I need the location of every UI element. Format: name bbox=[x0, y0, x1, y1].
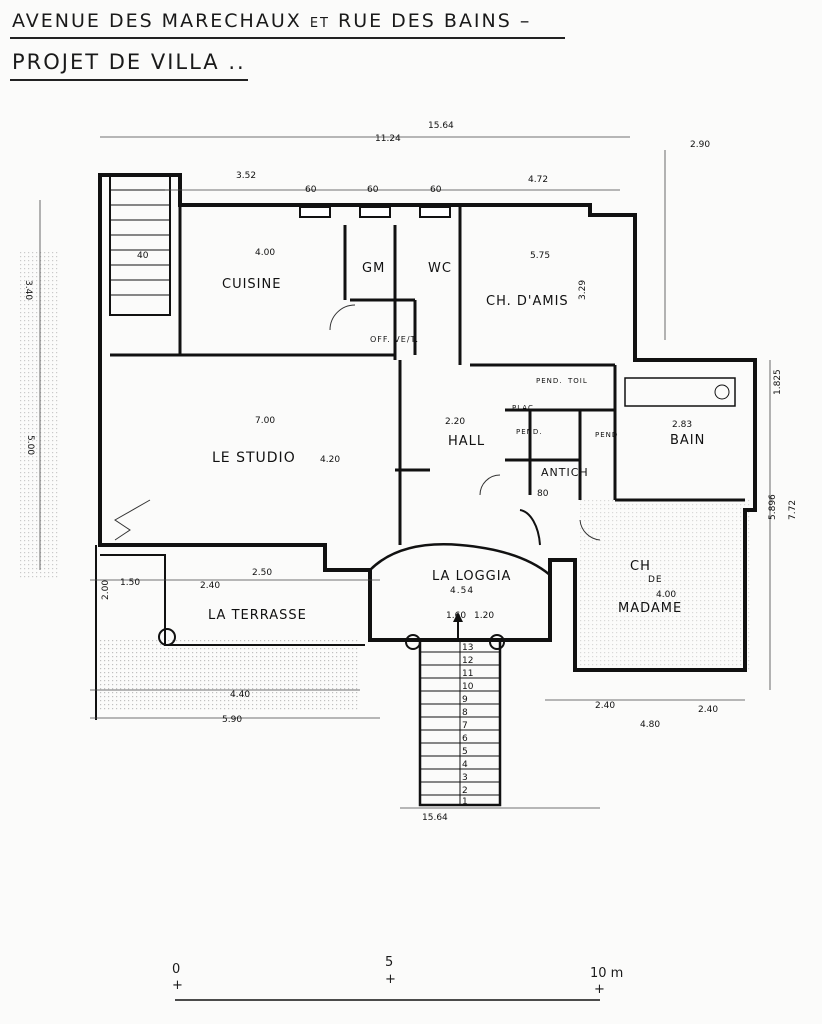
stair-step-7: 7 bbox=[462, 721, 468, 731]
loggia-curve bbox=[369, 543, 551, 576]
room-label-bain: BAIN bbox=[670, 433, 705, 448]
dim-5896: 5.896 bbox=[768, 494, 778, 520]
columns bbox=[158, 628, 505, 650]
dim-283: 2.83 bbox=[672, 420, 692, 430]
dim-overall-top: 15.64 bbox=[428, 121, 454, 131]
dim-480: 4.80 bbox=[640, 720, 660, 730]
dim-420: 4.20 bbox=[320, 455, 340, 465]
stair-step-12: 12 bbox=[462, 656, 473, 666]
stair-step-2: 2 bbox=[462, 786, 468, 796]
windows-top bbox=[299, 206, 451, 218]
dim-352: 3.52 bbox=[236, 171, 256, 181]
stair-step-3: 3 bbox=[462, 773, 468, 783]
dim-400: 4.00 bbox=[255, 248, 275, 258]
room-label-studio: LE STUDIO bbox=[212, 450, 296, 466]
dim-250: 2.50 bbox=[252, 568, 272, 578]
dim-500: 5.00 bbox=[25, 435, 35, 455]
dim-220: 2.20 bbox=[445, 417, 465, 427]
dim-440: 4.40 bbox=[230, 690, 250, 700]
dim-575: 5.75 bbox=[530, 251, 550, 261]
stair-step-1: 1 bbox=[462, 797, 468, 807]
scale-tick-10: + bbox=[594, 982, 605, 997]
dim-overall-bottom: 15.64 bbox=[422, 813, 448, 823]
stair-step-13: 13 bbox=[462, 643, 473, 653]
stair-step-11: 11 bbox=[462, 669, 473, 679]
title-dash: – bbox=[519, 10, 532, 32]
dim-overall-top-inner: 11.24 bbox=[375, 134, 401, 144]
dim-60a: 60 bbox=[305, 185, 317, 195]
entrance-stair bbox=[418, 638, 502, 807]
title-and: et bbox=[309, 16, 330, 31]
dim-240c: 2.40 bbox=[698, 705, 718, 715]
dim-200: 2.00 bbox=[101, 580, 111, 600]
room-label-ch-madame-1: CH bbox=[630, 559, 651, 574]
interior-walls bbox=[110, 205, 745, 545]
dim-60b: 60 bbox=[367, 185, 379, 195]
dim-40: 40 bbox=[137, 251, 149, 261]
title-rue: Rue des Bains bbox=[338, 10, 512, 32]
shading-bedroom bbox=[580, 500, 750, 670]
stair-step-5: 5 bbox=[462, 747, 468, 757]
dim-240: 2.40 bbox=[200, 581, 220, 591]
title-avenue: Avenue des Marechaux bbox=[12, 10, 302, 32]
dim-700: 7.00 bbox=[255, 416, 275, 426]
scale-label-0: 0 bbox=[172, 962, 181, 977]
dim-120: 1.20 bbox=[474, 611, 494, 621]
title-underline bbox=[10, 37, 565, 39]
dim-240b: 2.40 bbox=[595, 701, 615, 711]
stair-step-4: 4 bbox=[462, 760, 468, 770]
room-label-penderie-2: PEND. bbox=[516, 428, 543, 436]
bathtub bbox=[624, 377, 736, 407]
dim-150: 1.50 bbox=[120, 578, 140, 588]
dim-80: 80 bbox=[537, 489, 549, 499]
scale-tick-0: + bbox=[172, 978, 183, 993]
subtitle-underline bbox=[10, 79, 248, 81]
scale-tick-5: + bbox=[385, 972, 396, 987]
title-street: Avenue des Marechaux et Rue des Bains – bbox=[12, 10, 531, 32]
bath-drain-icon bbox=[714, 384, 730, 400]
outer-walls bbox=[95, 173, 757, 720]
room-label-hall: HALL bbox=[448, 434, 485, 449]
room-label-cuisine: CUISINE bbox=[222, 277, 281, 292]
entrance-arrow-icon bbox=[453, 612, 463, 640]
room-label-penderie-1: PEND. bbox=[536, 377, 563, 385]
dim-400b: 4.00 bbox=[656, 590, 676, 600]
stair-numbers: 13 12 11 10 9 8 7 6 5 4 3 2 1 bbox=[462, 643, 474, 807]
dim-60c: 60 bbox=[430, 185, 442, 195]
room-label-toilette: TOIL bbox=[567, 377, 588, 385]
title-project: Projet de Villa .. bbox=[12, 50, 246, 74]
room-label-terrasse: LA TERRASSE bbox=[208, 608, 307, 623]
harp-curve bbox=[519, 509, 541, 546]
room-label-loggia-dim: 4.54 bbox=[450, 586, 474, 596]
room-label-ch-amis: CH. D'AMIS bbox=[486, 294, 569, 309]
door-swings bbox=[114, 304, 601, 541]
dim-1825: 1.825 bbox=[773, 369, 783, 395]
dim-329: 3.29 bbox=[578, 280, 588, 300]
dim-290: 2.90 bbox=[690, 140, 710, 150]
room-label-antich: ANTICH bbox=[541, 466, 589, 479]
room-label-penderie-3: PEND bbox=[595, 431, 618, 439]
dimension-lines bbox=[39, 136, 771, 809]
stair-step-9: 9 bbox=[462, 695, 468, 705]
dim-340: 3.40 bbox=[23, 280, 33, 300]
room-label-loggia: LA LOGGIA bbox=[432, 569, 511, 584]
stair-step-8: 8 bbox=[462, 708, 468, 718]
shading-terrace bbox=[100, 640, 360, 710]
dim-472: 4.72 bbox=[528, 175, 548, 185]
stair-step-10: 10 bbox=[462, 682, 474, 692]
service-stair bbox=[109, 174, 171, 316]
room-label-placard: PLAC bbox=[512, 404, 534, 412]
stair-step-6: 6 bbox=[462, 734, 468, 744]
dim-772: 7.72 bbox=[788, 500, 798, 520]
room-label-wc: WC bbox=[428, 261, 452, 276]
room-label-gm: GM bbox=[362, 261, 385, 276]
room-label-office: OFF. VE/T. bbox=[370, 335, 419, 344]
dim-590: 5.90 bbox=[222, 715, 242, 725]
scale-label-10: 10 m bbox=[590, 966, 624, 981]
room-label-ch-madame-3: MADAME bbox=[618, 601, 682, 616]
scale-label-5: 5 bbox=[385, 955, 394, 970]
room-label-ch-madame-2: DE bbox=[648, 575, 663, 585]
